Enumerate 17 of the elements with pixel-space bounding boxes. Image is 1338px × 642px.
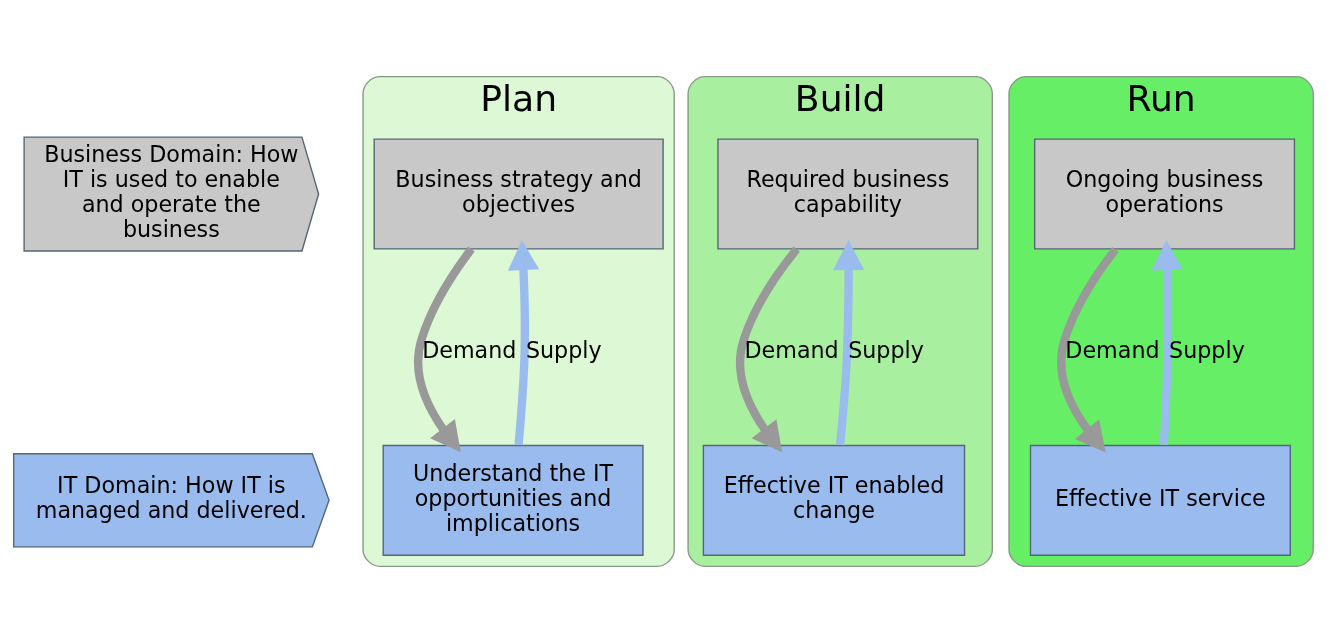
edge-label: Demand bbox=[1065, 336, 1160, 363]
arrow bbox=[833, 239, 865, 445]
edge-label: Supply bbox=[525, 336, 602, 363]
node-box: Required business capability bbox=[717, 138, 979, 250]
node-box: Ongoing business operations bbox=[1034, 138, 1296, 250]
edge-label: Demand bbox=[422, 336, 517, 363]
node-box: Understand the IT opportunities and implications bbox=[382, 444, 644, 556]
arrow bbox=[414, 246, 475, 452]
edge-label: Supply bbox=[848, 336, 924, 363]
edge-label: Demand bbox=[744, 336, 839, 363]
node-box: Effective IT service bbox=[1029, 444, 1291, 556]
node-box: Effective IT enabled change bbox=[702, 444, 966, 556]
arrow bbox=[507, 239, 540, 445]
node-box: Business strategy and objectives bbox=[373, 138, 664, 250]
arrow bbox=[736, 246, 800, 452]
arrow bbox=[1151, 239, 1183, 445]
arrow bbox=[1057, 246, 1119, 452]
